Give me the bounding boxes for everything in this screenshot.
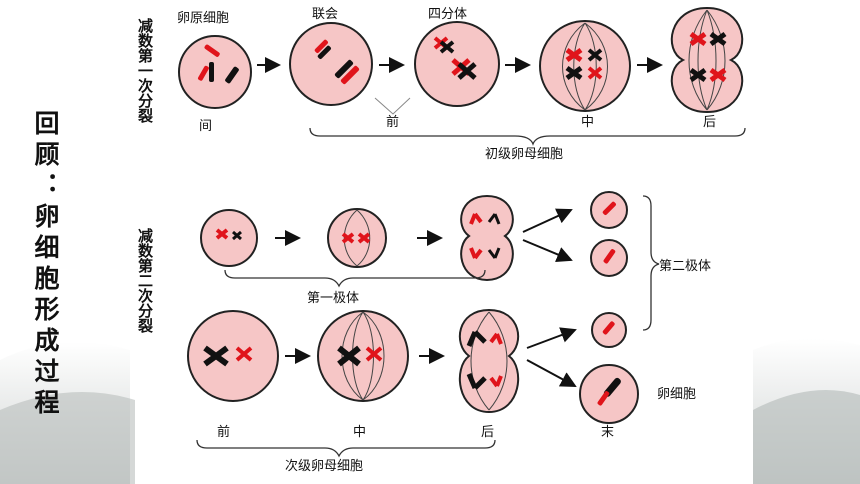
meiosis1-label: 减数第一次分裂: [136, 17, 154, 124]
phase-prophase-1: 前: [386, 114, 399, 130]
second-polar-body-b: [590, 239, 628, 277]
label-second-polar-body: 第二极体: [659, 259, 711, 274]
phase-anaphase-2: 后: [481, 425, 494, 440]
label-tetrad: 四分体: [428, 7, 467, 22]
phase-telophase-2: 末: [601, 425, 614, 440]
second-polar-body-c: [591, 312, 627, 348]
phase-interphase: 间: [199, 119, 212, 134]
second-polar-body-a: [590, 191, 628, 229]
cell-anaphase-1: [670, 6, 744, 114]
cell-secondary-oocyte-metaphase: [317, 310, 409, 402]
caption-secondary-oocyte: 次级卵母细胞: [285, 458, 363, 474]
cell-metaphase-1: [539, 20, 631, 112]
diagram-panel: 减数第一次分裂 减数第二次分裂 卵原细胞 联会 四分体: [135, 0, 753, 484]
meiosis2-label: 减数第二次分裂: [136, 227, 154, 334]
oogenesis-diagram: 减数第一次分裂 减数第二次分裂 卵原细胞 联会 四分体: [136, 6, 746, 474]
cell-oogonium: [178, 35, 252, 109]
cell-polar-body-metaphase: [327, 208, 387, 268]
cell-polar-body-anaphase: [460, 194, 514, 282]
phase-metaphase-2: 中: [353, 425, 366, 440]
cell-tetrad: [414, 21, 500, 107]
label-oogonium: 卵原细胞: [177, 11, 229, 26]
label-synapsis: 联会: [312, 7, 338, 22]
cell-synapsis: [289, 22, 373, 106]
phase-metaphase-1: 中: [581, 115, 594, 130]
cell-egg: [579, 364, 639, 424]
label-egg-cell: 卵细胞: [657, 387, 696, 402]
cell-secondary-oocyte-anaphase: [458, 308, 520, 414]
caption-first-polar-body: 第一极体: [307, 291, 359, 306]
phase-prophase-2: 前: [217, 424, 230, 440]
cell-secondary-oocyte-prophase: [187, 310, 279, 402]
phase-anaphase-1: 后: [703, 115, 716, 130]
sidebar-title: 回顾：卵细胞形成过程: [31, 110, 60, 420]
cell-polar-body-1: [200, 209, 258, 267]
caption-primary-oocyte: 初级卵母细胞: [485, 147, 563, 162]
